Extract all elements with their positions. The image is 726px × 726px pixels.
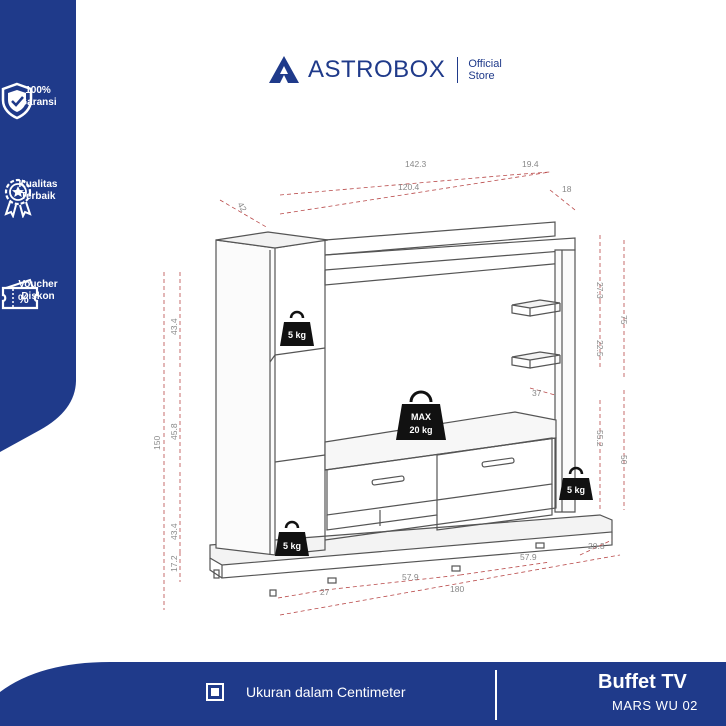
brand-header: ASTROBOX Official Store xyxy=(268,52,502,88)
measurement-square-icon xyxy=(206,683,224,701)
badge-quality-line1: Kualitas xyxy=(18,179,58,190)
footer-bar xyxy=(0,662,726,726)
badge-guarantee: 100% Garansi xyxy=(0,82,76,120)
product-title: Buffet TV xyxy=(598,671,687,693)
dim-bottom-right: 20.3 xyxy=(588,541,605,551)
dimension-labels: 142.3 120.4 19.4 18 42 150 43.4 45.8 43.… xyxy=(152,159,629,597)
dim-bottom-mid2: 57.9 xyxy=(520,552,537,562)
brand-name: ASTROBOX xyxy=(308,56,446,83)
dim-left-base: 17.2 xyxy=(169,555,179,572)
brand-separator xyxy=(457,57,459,83)
dim-left-lower: 43.4 xyxy=(169,523,179,540)
shield-check-icon xyxy=(1,82,33,120)
furniture-technical-drawing: 142.3 120.4 19.4 18 42 150 43.4 45.8 43.… xyxy=(152,159,629,616)
brand-subtitle: Official Store xyxy=(468,58,501,82)
weight-label-left-upper: 5 kg xyxy=(288,330,306,340)
weight-label-center-line1: MAX xyxy=(411,412,431,422)
dim-bottom-total: 180 xyxy=(450,584,464,594)
dim-left-depth: 42 xyxy=(236,200,250,213)
dim-right-lower: 55.2 xyxy=(595,430,605,447)
badge-guarantee-line2: Garansi xyxy=(19,97,57,108)
weight-label-right: 5 kg xyxy=(567,485,585,495)
dim-bottom-mid: 57.9 xyxy=(402,572,419,582)
dim-right-total: 75 xyxy=(619,315,629,325)
voucher-ticket-icon: % xyxy=(1,278,39,310)
badge-voucher-line1: Voucher xyxy=(18,279,58,290)
footer-background xyxy=(0,662,726,726)
weight-label-center-line2: 20 kg xyxy=(409,425,432,435)
benefits-sidebar: 100% Garansi Kualitas Terbaik % Voucher … xyxy=(0,0,76,452)
footer-divider xyxy=(495,670,497,720)
badge-quality-line2: Terbaik xyxy=(20,191,56,202)
dim-bottom-left: 27 xyxy=(320,587,330,597)
astrobox-logo-icon xyxy=(269,56,299,83)
dim-left-upper: 43.4 xyxy=(169,318,179,335)
badge-quality: Kualitas Terbaik xyxy=(0,176,76,218)
dim-height-total: 150 xyxy=(152,436,162,450)
brand-subtitle-line1: Official xyxy=(468,58,502,70)
dim-right-mid: 22.5 xyxy=(595,340,605,357)
badge-voucher-line2: Diskon xyxy=(21,291,55,302)
weight-icon-center: MAX 20 kg xyxy=(396,390,446,440)
size-note-text: Ukuran dalam Centimeter xyxy=(246,684,406,700)
weight-label-left-lower: 5 kg xyxy=(283,541,301,551)
dim-right-depth: 18 xyxy=(562,184,572,194)
badge-voucher: % Voucher Diskon xyxy=(0,276,76,310)
dim-top-total: 142.3 xyxy=(405,159,427,169)
weight-icon-right: 5 kg xyxy=(559,466,593,500)
dim-right-shelf-depth: 37 xyxy=(532,388,542,398)
weight-icon-left-upper: 5 kg xyxy=(280,310,314,346)
quality-badge-icon xyxy=(4,178,32,218)
dim-right-lower-total: 50 xyxy=(619,455,629,465)
dim-right-upper: 27.3 xyxy=(595,282,605,299)
weight-icon-left-lower: 5 kg xyxy=(275,520,309,556)
svg-text:%: % xyxy=(18,292,29,306)
badge-guarantee-line1: 100% xyxy=(25,85,51,96)
brand-subtitle-line2: Store xyxy=(468,70,495,82)
dim-top-main: 120.4 xyxy=(398,182,420,192)
dimension-lines xyxy=(163,171,625,616)
dim-top-right: 19.4 xyxy=(522,159,539,169)
dim-left-mid: 45.8 xyxy=(169,423,179,440)
sidebar-background xyxy=(0,0,76,452)
product-model: MARS WU 02 xyxy=(612,698,698,713)
size-note: Ukuran dalam Centimeter xyxy=(206,683,406,701)
